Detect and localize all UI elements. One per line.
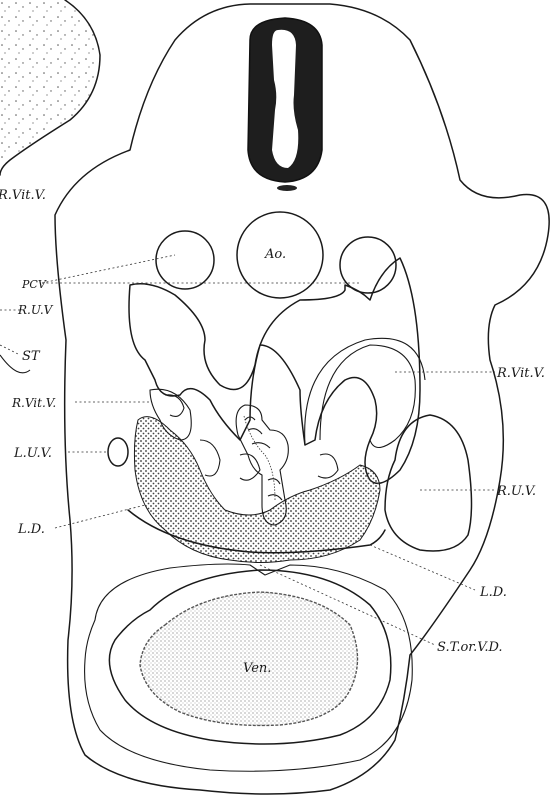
left-adjacent-section <box>0 0 100 175</box>
leader-lines <box>0 255 495 645</box>
label-r-vit-v-upper-left: R.Vit.V. <box>0 188 46 203</box>
label-l-d-right: L.D. <box>479 585 507 600</box>
label-l-u-v: L.U.V. <box>13 446 52 461</box>
label-ven: Ven. <box>243 661 271 676</box>
label-l-d-left: L.D. <box>17 522 45 537</box>
neural-tube <box>248 18 322 191</box>
right-umbilical-vein <box>385 415 472 551</box>
right-vitelline-loop <box>305 338 425 447</box>
label-pcv: PCV <box>21 278 47 291</box>
label-r-vit-v-left: R.Vit.V. <box>11 396 56 410</box>
liver-gut-mass <box>134 389 380 562</box>
ventricle <box>109 570 390 744</box>
left-umbilical-vein <box>108 438 128 466</box>
label-r-vit-v-right: R.Vit.V. <box>496 366 545 381</box>
pcv-left <box>156 231 214 289</box>
label-r-u-v-left: R.U.V <box>17 303 54 317</box>
label-st: ST <box>22 349 41 364</box>
label-ao: Ao. <box>264 247 286 262</box>
label-st-or-vd: S.T.or.V.D. <box>437 640 503 655</box>
label-r-u-v-right: R.U.V. <box>496 484 536 499</box>
pcv-right <box>340 237 396 293</box>
